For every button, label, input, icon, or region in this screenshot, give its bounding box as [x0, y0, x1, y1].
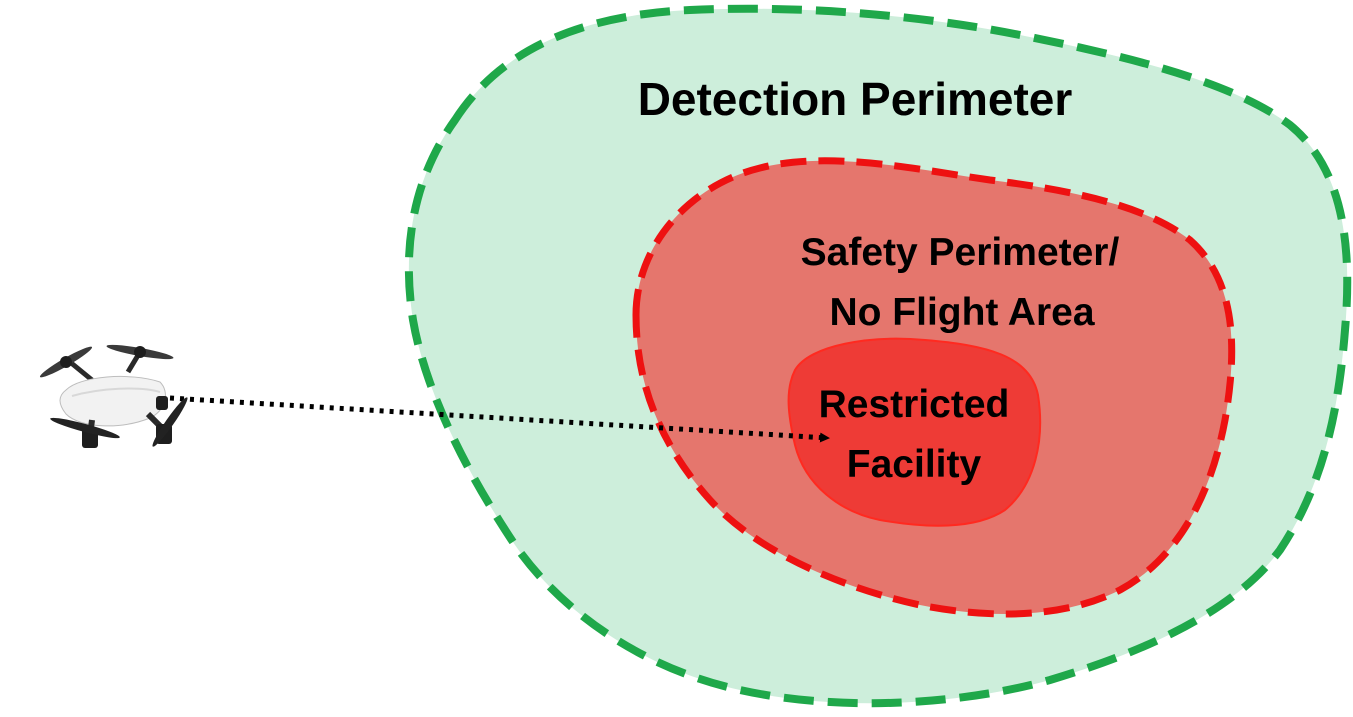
restricted-facility-zone — [787, 337, 1042, 527]
detection-perimeter-label: Detection Perimeter — [638, 73, 1073, 125]
safety-perimeter-label-line1: Safety Perimeter/ — [801, 231, 1120, 274]
drone-icon — [39, 344, 188, 448]
restricted-facility-label-line2: Facility — [847, 443, 982, 486]
safety-perimeter-label-line2: No Flight Area — [829, 291, 1094, 334]
restricted-facility-label-line1: Restricted — [819, 383, 1010, 426]
